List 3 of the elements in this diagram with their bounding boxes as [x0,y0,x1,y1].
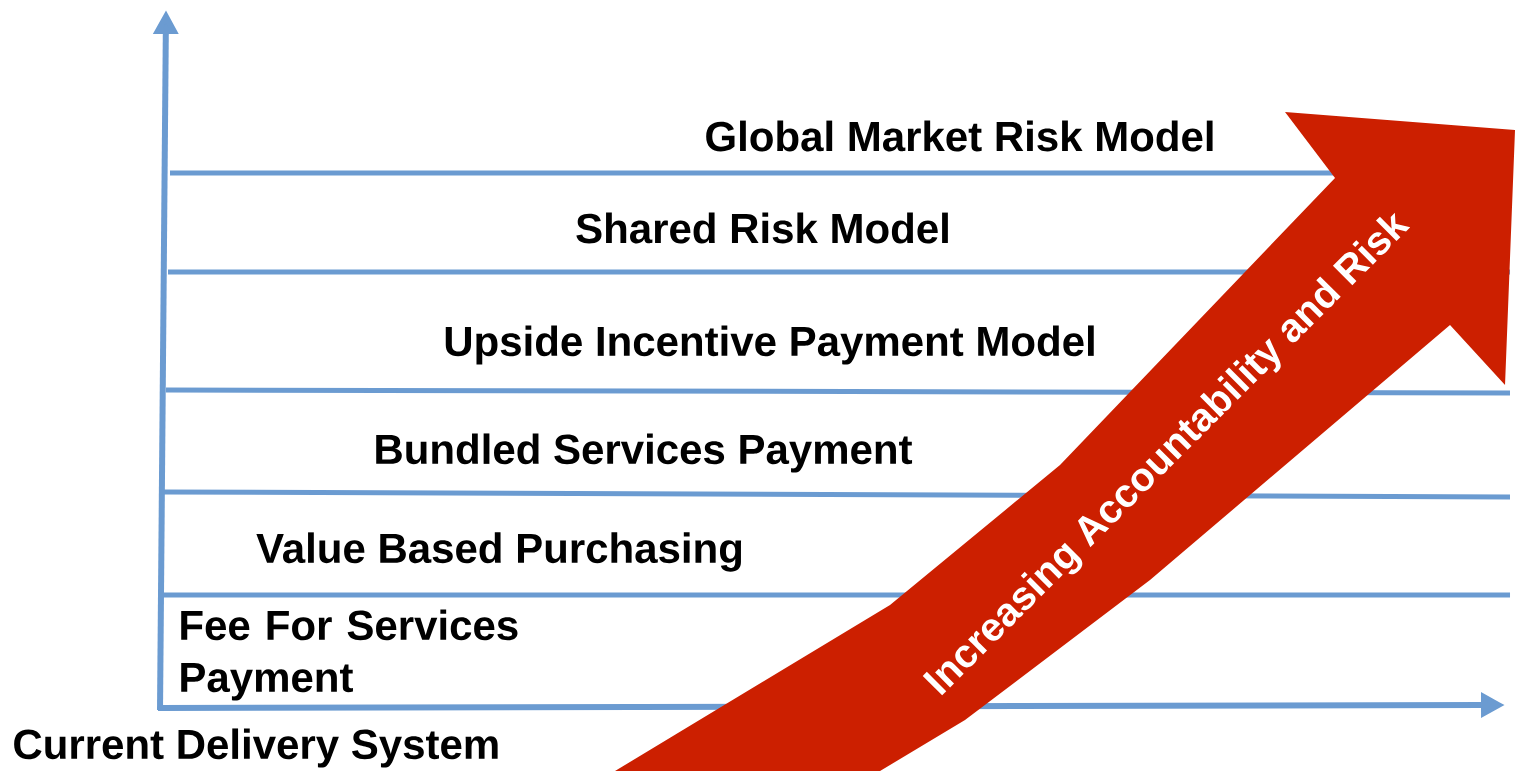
axis-label: Current Delivery System [14,728,498,768]
level-label: Fee For Services Payment [181,609,518,701]
level-label: Global Market Risk Model [706,120,1213,152]
